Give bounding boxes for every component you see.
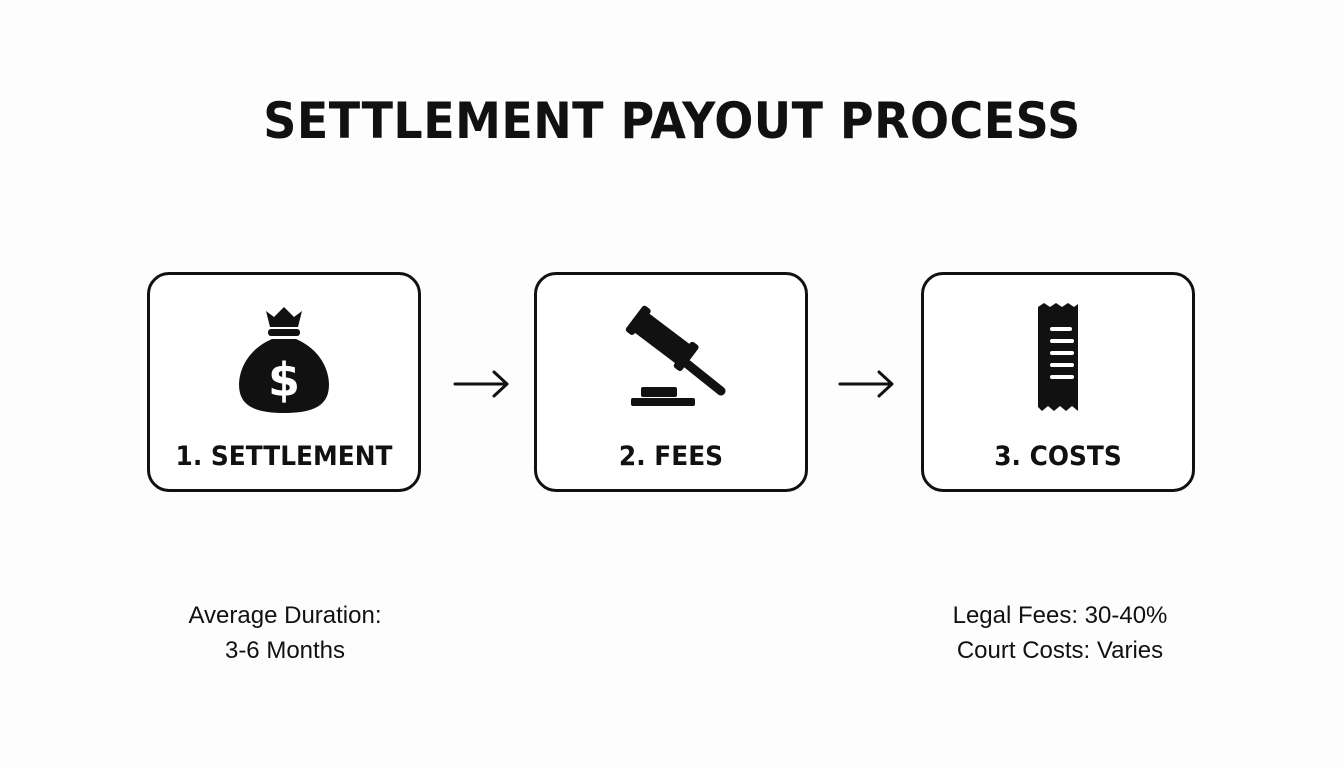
diagram-title: SETTLEMENT PAYOUT PROCESS [263, 92, 1081, 150]
step-label: 1. SETTLEMENT [175, 441, 393, 472]
step-label: 3. COSTS [994, 441, 1122, 472]
note-line: Legal Fees: 30-40% [952, 602, 1168, 629]
flow-arrow [452, 368, 512, 400]
receipt-icon [988, 299, 1128, 419]
money-bag-icon: $ [214, 299, 354, 419]
note-line: 3-6 Months [224, 637, 346, 664]
svg-text:$: $ [268, 353, 300, 407]
flow-arrow [837, 368, 897, 400]
fees-costs-note: Legal Fees: 30-40% Court Costs: Varies [930, 598, 1190, 668]
note-line: Average Duration: [188, 602, 382, 629]
step-settlement-box: $ 1. SETTLEMENT [147, 272, 421, 492]
duration-note: Average Duration: 3-6 Months [170, 598, 400, 668]
step-fees-box: 2. FEES [534, 272, 808, 492]
step-costs-box: 3. COSTS [921, 272, 1195, 492]
gavel-icon [601, 299, 741, 419]
note-line: Court Costs: Varies [956, 637, 1164, 664]
step-label: 2. FEES [618, 441, 724, 472]
